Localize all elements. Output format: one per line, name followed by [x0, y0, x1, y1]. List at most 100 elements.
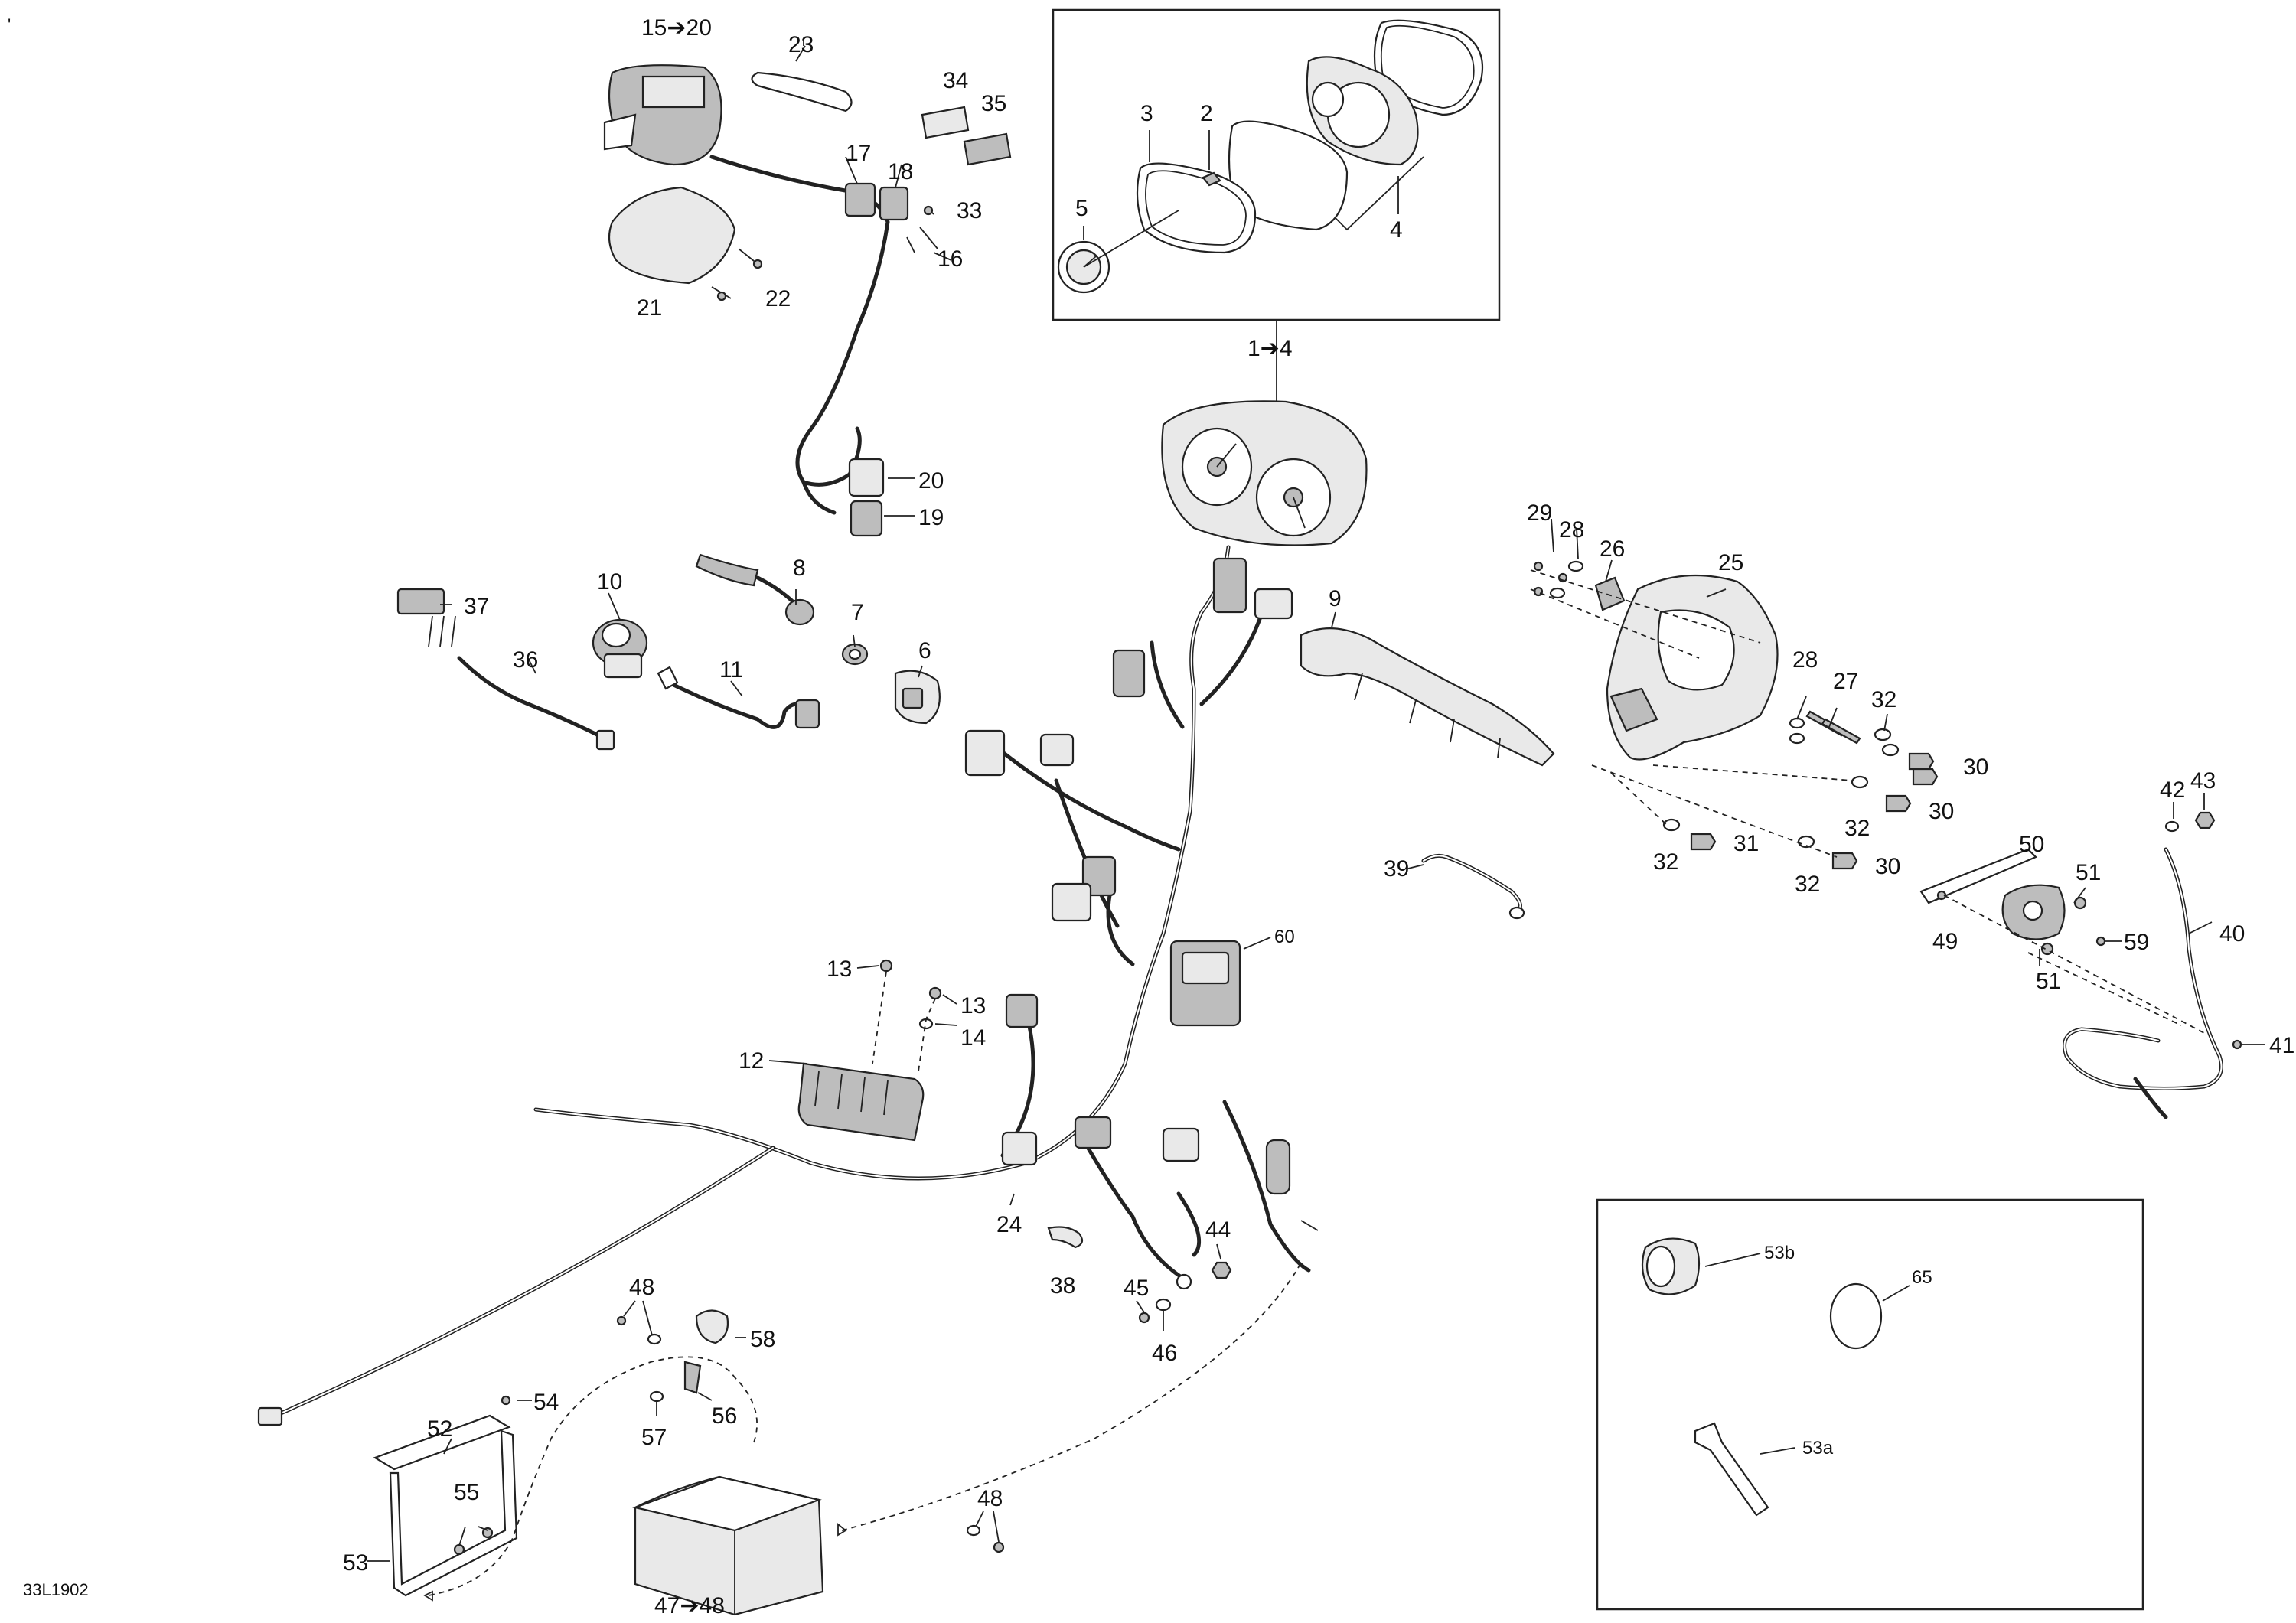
harness-connector — [964, 729, 1006, 777]
callout-25: 25 — [1718, 550, 1743, 575]
callout-28-right: 28 — [1792, 647, 1818, 673]
harness-connector — [1001, 1131, 1038, 1166]
callout-7: 7 — [851, 600, 864, 625]
nut-part-13 — [928, 986, 942, 1000]
callout-27: 27 — [1833, 669, 1858, 694]
battery-bracket-part-52 — [373, 1414, 511, 1471]
callout-32-left: 32 — [1653, 849, 1678, 875]
callout-9: 9 — [1329, 586, 1342, 611]
callout-31: 31 — [1733, 831, 1759, 856]
washer-part-48 — [966, 1524, 981, 1537]
nut-part-44 — [1211, 1261, 1232, 1279]
harness-connector — [257, 1406, 283, 1426]
callout-17: 17 — [846, 141, 871, 166]
callout-18: 18 — [888, 159, 913, 184]
callout-53b: 53b — [1764, 1243, 1795, 1263]
corner-mark: ' — [8, 15, 11, 34]
callout-53: 53 — [343, 1550, 368, 1576]
callout-36: 36 — [513, 647, 538, 673]
screw-part-41 — [2232, 1039, 2242, 1050]
callout-54: 54 — [533, 1390, 559, 1415]
callout-43: 43 — [2190, 768, 2216, 794]
connector-part-19 — [850, 500, 883, 537]
connector-part-11 — [794, 699, 820, 729]
callout-51-bottom: 51 — [2036, 969, 2061, 994]
callout-34: 34 — [943, 68, 968, 93]
callout-8: 8 — [793, 556, 806, 581]
callout-32-bottom: 32 — [1795, 872, 1820, 897]
callout-47-to-48: 47➔48 — [654, 1593, 725, 1618]
callout-15-to-20: 15➔20 — [641, 15, 712, 41]
relay-part-35 — [963, 132, 1012, 166]
callout-40: 40 — [2219, 921, 2245, 947]
callout-1-to-4: 1➔4 — [1247, 336, 1293, 361]
screw-part-48 — [993, 1541, 1005, 1553]
connector-part-20 — [848, 458, 885, 497]
harness-connector — [1039, 733, 1075, 767]
callout-4: 4 — [1390, 217, 1403, 243]
callout-46: 46 — [1152, 1341, 1177, 1366]
callout-20: 20 — [918, 468, 944, 494]
screw-part-48 — [616, 1315, 627, 1326]
washer-part-46 — [1155, 1298, 1172, 1312]
callout-52: 52 — [427, 1416, 452, 1442]
callout-12: 12 — [739, 1048, 764, 1074]
callout-51-top: 51 — [2076, 860, 2101, 885]
callout-33: 33 — [957, 198, 982, 223]
harness-connector — [1112, 649, 1146, 698]
switch-cover-part-21 — [608, 186, 736, 285]
callout-48-top: 48 — [629, 1275, 654, 1300]
callout-56: 56 — [712, 1403, 737, 1429]
rocker-switch-part-37 — [396, 588, 445, 615]
callout-48-bottom: 48 — [977, 1486, 1003, 1511]
detail-inset-frame — [1596, 1198, 2144, 1611]
callout-57: 57 — [641, 1425, 667, 1450]
screw-part-54 — [501, 1395, 511, 1406]
callout-50: 50 — [2019, 832, 2044, 857]
harness-connector — [1051, 882, 1092, 922]
connector-part-17 — [844, 182, 876, 217]
callout-30-bottom: 30 — [1875, 854, 1900, 879]
cap-part-65 — [1829, 1282, 1883, 1350]
callout-38: 38 — [1050, 1273, 1075, 1299]
figure-code: 33L1902 — [23, 1580, 89, 1599]
callout-30-mid: 30 — [1929, 799, 1954, 824]
callout-58: 58 — [750, 1327, 775, 1352]
clip-part-2 — [1202, 171, 1221, 187]
callout-26: 26 — [1600, 536, 1625, 562]
callout-24: 24 — [996, 1212, 1022, 1237]
callout-3: 3 — [1140, 101, 1153, 126]
callout-19: 19 — [918, 505, 944, 530]
bracket-part-26 — [1594, 576, 1626, 611]
sensor-part-8 — [784, 598, 815, 626]
inline-fuse — [1265, 1139, 1291, 1195]
callout-41: 41 — [2269, 1033, 2294, 1058]
battery-bracket-part-53 — [389, 1429, 518, 1597]
washer-part-57 — [649, 1390, 664, 1403]
harness-connector — [1074, 1116, 1112, 1149]
callout-55: 55 — [454, 1480, 479, 1505]
screw-part-45 — [1138, 1312, 1150, 1324]
callout-65: 65 — [1912, 1267, 1932, 1288]
voltage-regulator-part-12 — [797, 1062, 925, 1142]
nut-part-43 — [2194, 811, 2216, 829]
callout-60: 60 — [1274, 927, 1295, 947]
connector-part-36 — [595, 729, 615, 751]
washer-part-42 — [2164, 820, 2180, 833]
callout-5: 5 — [1075, 196, 1088, 221]
callout-39: 39 — [1384, 856, 1409, 882]
connector-part-18 — [879, 186, 909, 221]
screw-part-33 — [923, 205, 934, 216]
callout-2: 2 — [1200, 101, 1213, 126]
callout-23: 23 — [788, 32, 814, 57]
callout-14: 14 — [960, 1025, 986, 1051]
clip-part-56 — [683, 1361, 702, 1394]
callout-45: 45 — [1124, 1276, 1149, 1301]
callout-37: 37 — [464, 594, 489, 619]
callout-49: 49 — [1932, 929, 1958, 954]
bolt-part-53a — [1694, 1422, 1769, 1517]
nut-part-59 — [2095, 936, 2106, 947]
nut-part-13 — [879, 959, 893, 973]
ground-strap-part-39 — [1508, 906, 1525, 920]
